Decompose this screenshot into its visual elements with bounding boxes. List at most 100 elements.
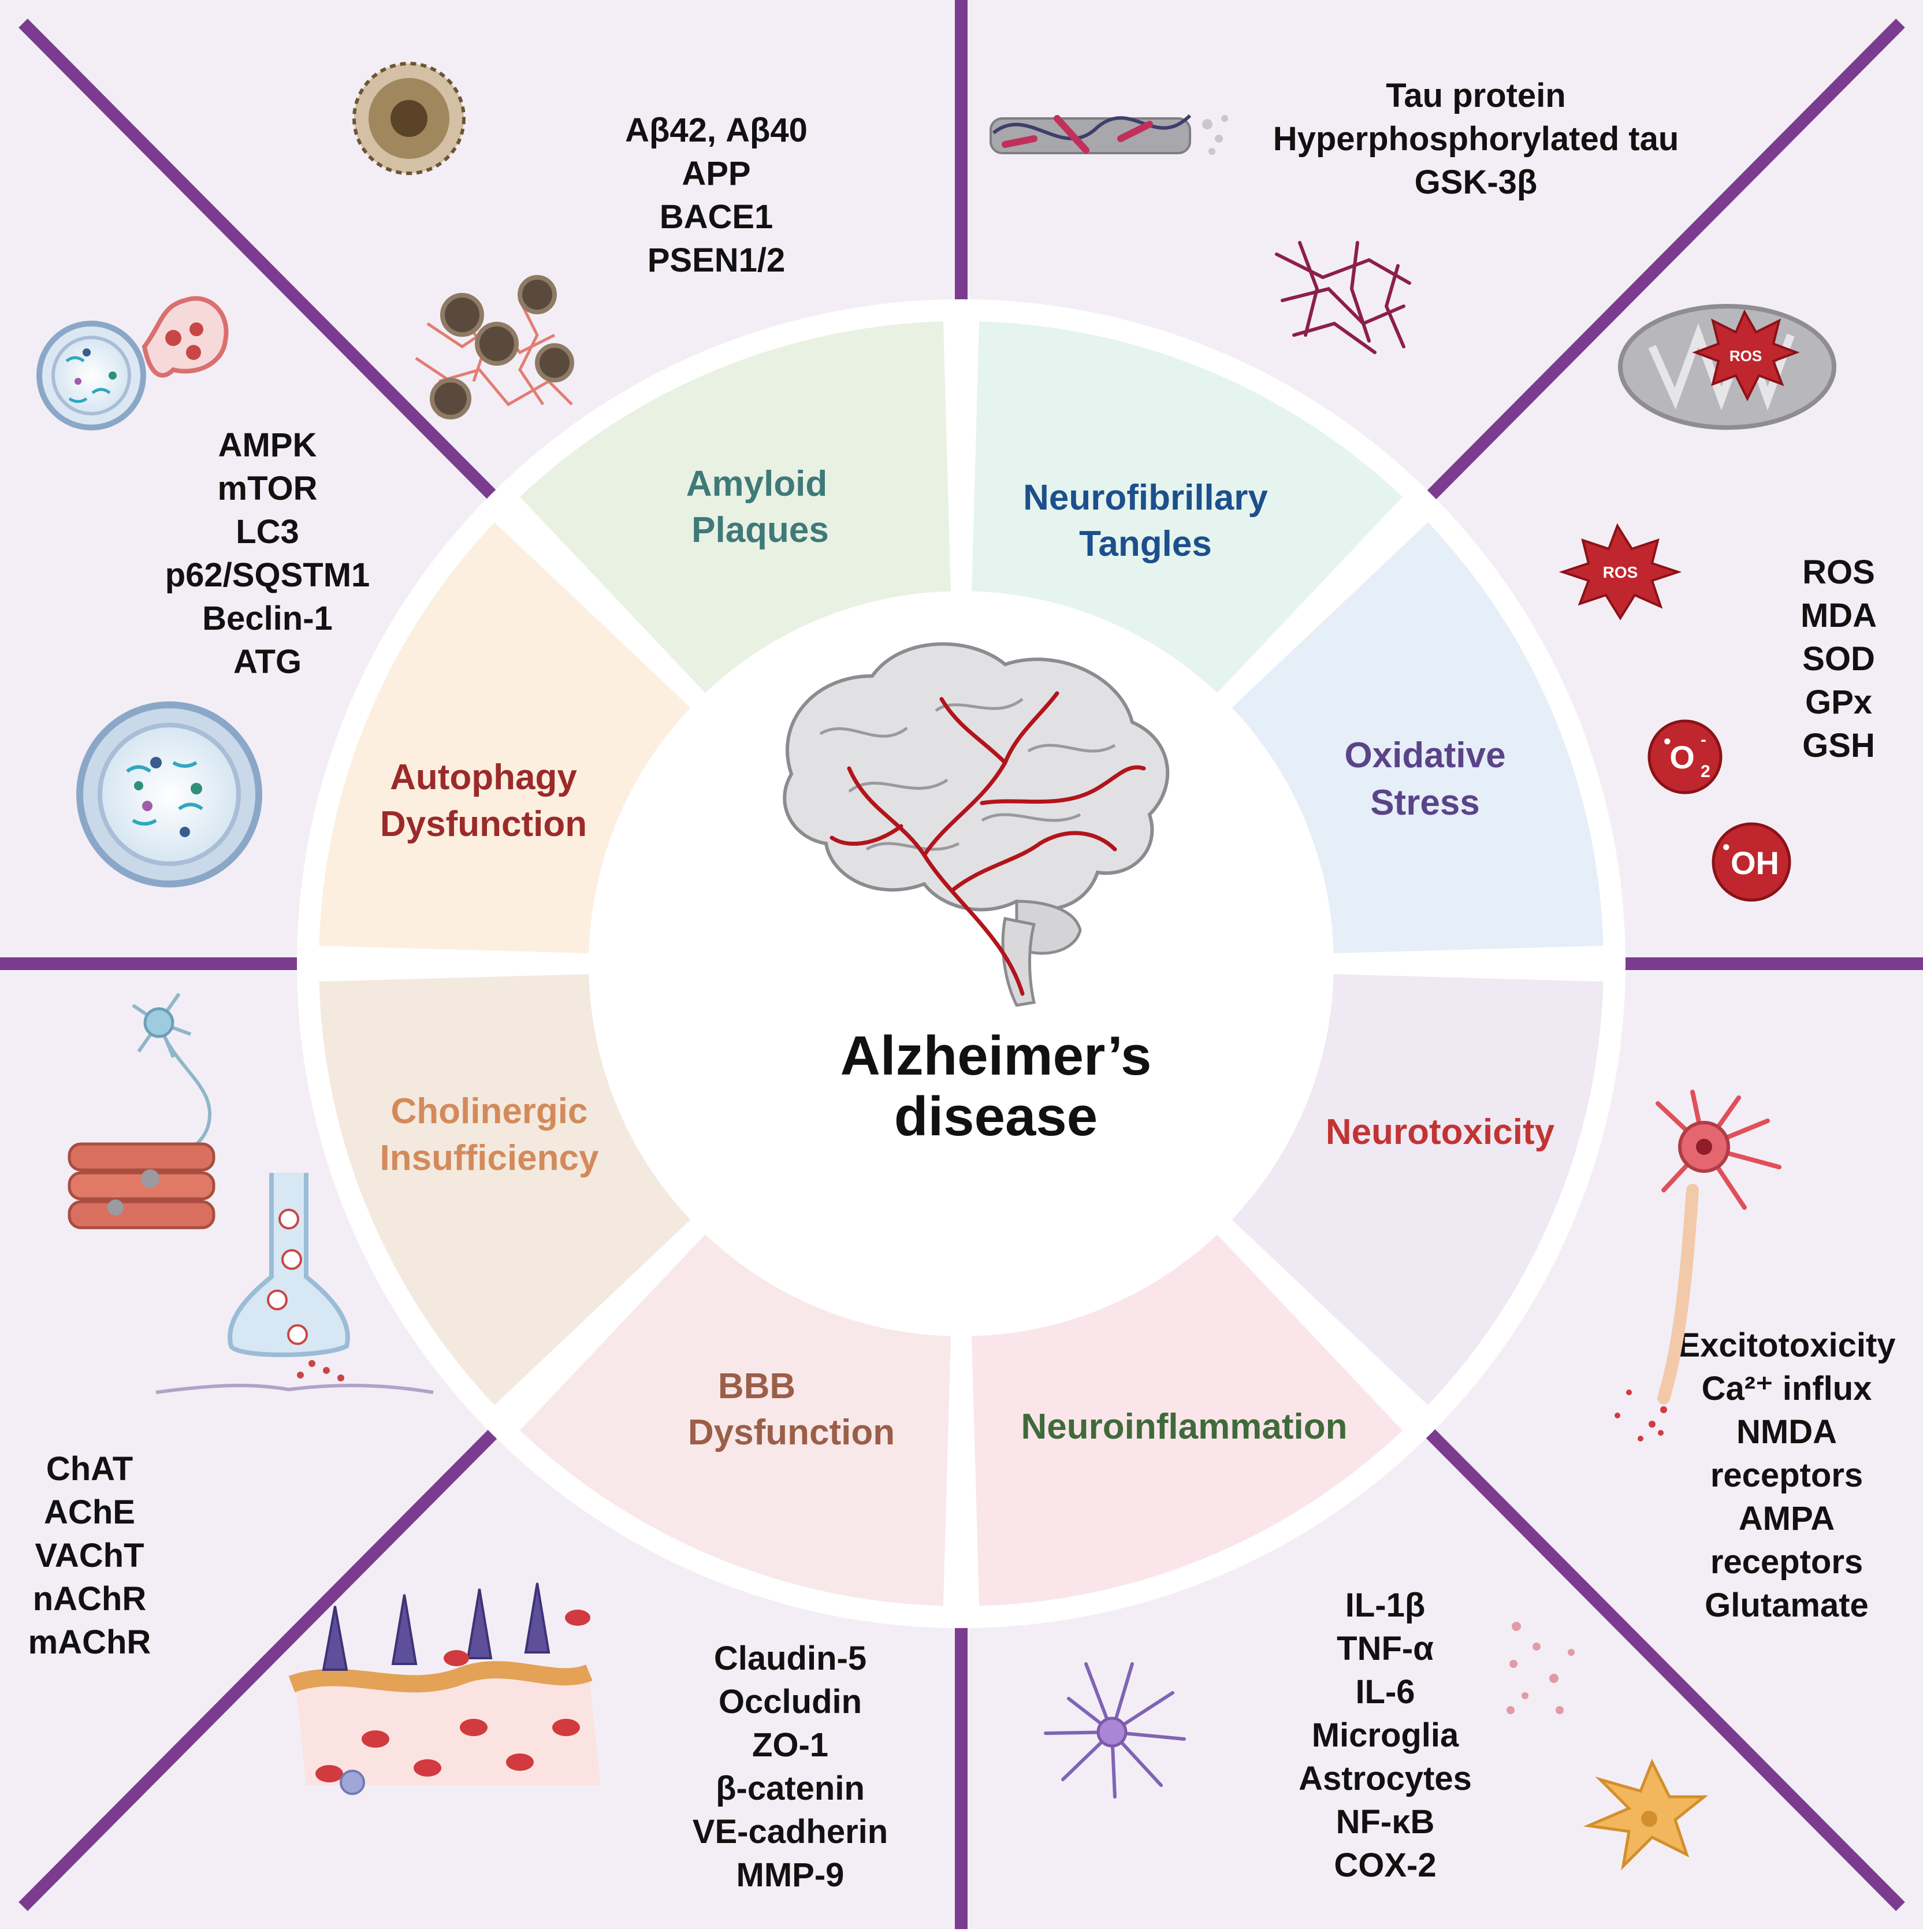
oxidative-item: SOD <box>1802 640 1875 678</box>
oxidative-item: MDA <box>1801 597 1877 634</box>
autophagy-item: AMPK <box>218 426 317 464</box>
tangle-network-icon <box>1275 241 1411 354</box>
segment-label-oxidative-l1: Oxidative <box>1344 735 1505 775</box>
segment-oxidative <box>1232 974 1604 1406</box>
hydroxyl-icon: • OH <box>1712 822 1791 902</box>
autophagosome-icon <box>76 701 262 887</box>
segment-label-neurotoxicity: Neurotoxicity <box>1326 1112 1555 1152</box>
segments-layer <box>319 321 1604 1606</box>
neuroinflammation-item: TNF-α <box>1337 1630 1434 1667</box>
muscle-fiber-icon <box>68 1142 215 1229</box>
list-neurotoxicity: Excitotoxicity Ca²⁺ influx NMDA receptor… <box>1677 1327 1895 1624</box>
bbb-item: Claudin-5 <box>714 1640 866 1677</box>
superoxide-icon: • O 2 - <box>1647 719 1723 794</box>
segment-label-bbb-l1: BBB <box>718 1366 795 1406</box>
center-title-line2: disease <box>894 1086 1098 1147</box>
neurotoxicity-item: Ca²⁺ influx <box>1702 1370 1872 1407</box>
cholinergic-item: ChAT <box>46 1450 133 1488</box>
amyloid-item: APP <box>682 155 750 192</box>
bbb-item: β-catenin <box>716 1770 865 1807</box>
segment-bbb <box>319 974 691 1406</box>
segment-label-cholinergic-l2: Insufficiency <box>380 1138 600 1178</box>
amyloid-item: BACE1 <box>660 198 773 236</box>
tangles-item: GSK-3β <box>1415 164 1538 201</box>
neuroinflammation-item: Astrocytes <box>1299 1760 1472 1797</box>
list-cholinergic: ChAT AChE VAChT nAChR mAChR <box>28 1450 151 1661</box>
hydroxyl-label: OH <box>1731 845 1779 881</box>
list-neuroinflammation: IL-1β TNF-α IL-6 Microglia Astrocytes NF… <box>1299 1587 1472 1884</box>
bbb-item: ZO-1 <box>752 1726 828 1764</box>
neuroinflammation-item: NF-κB <box>1336 1803 1435 1841</box>
oxidative-item: GPx <box>1805 683 1872 721</box>
frame-diag-bl <box>18 1422 504 1911</box>
bbb-item: MMP-9 <box>737 1856 845 1894</box>
superoxide-sup: - <box>1701 730 1706 749</box>
superoxide-label: O <box>1669 739 1695 775</box>
neuroinflammation-item: IL-6 <box>1355 1673 1415 1711</box>
segment-label-autophagy-l2: Dysfunction <box>380 804 587 844</box>
segment-neurotoxicity <box>972 1234 1403 1606</box>
tangles-item: Tau protein <box>1386 77 1565 114</box>
tangles-item: Hyperphosphorylated tau <box>1273 120 1679 158</box>
frame-diag-tl <box>18 18 504 507</box>
cholinergic-item: nAChR <box>33 1580 147 1618</box>
amyloid-item: PSEN1/2 <box>648 242 786 279</box>
cholinergic-item: mAChR <box>28 1623 151 1661</box>
neurotoxicity-item: Excitotoxicity <box>1677 1327 1895 1364</box>
list-bbb: Claudin-5 Occludin ZO-1 β-catenin VE-cad… <box>693 1640 888 1894</box>
neuron-degeneration-icon <box>1615 1090 1781 1441</box>
center-title-line1: Alzheimer’s <box>840 1025 1152 1087</box>
segment-label-neuroinflammation: Neuroinflammation <box>1021 1407 1348 1447</box>
amyloid-cluster-icon <box>415 275 574 419</box>
segment-label-cholinergic-l1: Cholinergic <box>390 1091 587 1131</box>
cytokine-dots-icon <box>1507 1622 1575 1714</box>
segment-label-tangles-l1: Neurofibrillary <box>1023 478 1268 518</box>
neurotoxicity-item: receptors <box>1710 1543 1863 1581</box>
segment-tangles <box>1232 522 1604 953</box>
amyloid-item: Aβ42, Aβ40 <box>625 112 808 149</box>
neuroinflammation-item: Microglia <box>1312 1716 1459 1754</box>
superoxide-sub: 2 <box>1701 762 1710 781</box>
neurotoxicity-item: Glutamate <box>1705 1587 1869 1624</box>
mitochondrion-icon: ROS <box>1618 304 1836 430</box>
bbb-endothelium-icon <box>288 1582 601 1795</box>
frame-diag-tr <box>1419 18 1905 507</box>
segment-label-bbb-l2: Dysfunction <box>688 1413 895 1452</box>
autophagosome-fusion-icon <box>36 296 229 430</box>
segment-label-amyloid-l1: Amyloid <box>686 464 828 504</box>
segment-label-oxidative-l2: Stress <box>1370 783 1480 823</box>
bbb-item: Occludin <box>719 1683 862 1721</box>
segment-label-autophagy-l1: Autophagy <box>390 757 577 797</box>
astrocyte-icon <box>1583 1758 1709 1871</box>
neuroinflammation-item: COX-2 <box>1334 1846 1436 1884</box>
autophagy-item: mTOR <box>218 470 318 507</box>
segment-amyloid <box>972 321 1403 693</box>
autophagy-item: Beclin-1 <box>202 600 333 637</box>
ros-star-icon: ROS <box>1559 523 1682 621</box>
oxidative-item: GSH <box>1802 727 1875 764</box>
list-amyloid: Aβ42, Aβ40 APP BACE1 PSEN1/2 <box>625 112 808 279</box>
segment-cholinergic <box>319 522 691 953</box>
brain-icon <box>783 642 1170 1007</box>
list-oxidative: ROS MDA SOD GPx GSH <box>1801 553 1877 764</box>
hydroxyl-dot: • <box>1723 835 1730 859</box>
cholinergic-item: AChE <box>44 1493 135 1531</box>
segment-autophagy <box>519 321 951 693</box>
ros-star-label: ROS <box>1729 347 1762 365</box>
segment-label-tangles-l2: Tangles <box>1079 524 1212 564</box>
oxidative-item: ROS <box>1802 553 1875 591</box>
segment-neuroinflammation <box>519 1234 951 1606</box>
superoxide-dot: • <box>1664 729 1671 753</box>
cholinergic-item: VAChT <box>35 1537 144 1574</box>
microglia-icon <box>1044 1662 1186 1799</box>
autophagy-item: LC3 <box>236 513 299 551</box>
autophagy-item: ATG <box>233 643 302 681</box>
neurotoxicity-item: NMDA <box>1736 1413 1837 1451</box>
list-tangles: Tau protein Hyperphosphorylated tau GSK-… <box>1273 77 1679 201</box>
ros-star-label: ROS <box>1603 563 1638 581</box>
neurotoxicity-item: receptors <box>1710 1457 1863 1494</box>
neuroinflammation-item: IL-1β <box>1345 1587 1426 1624</box>
amyloid-plaque-icon <box>352 62 466 175</box>
